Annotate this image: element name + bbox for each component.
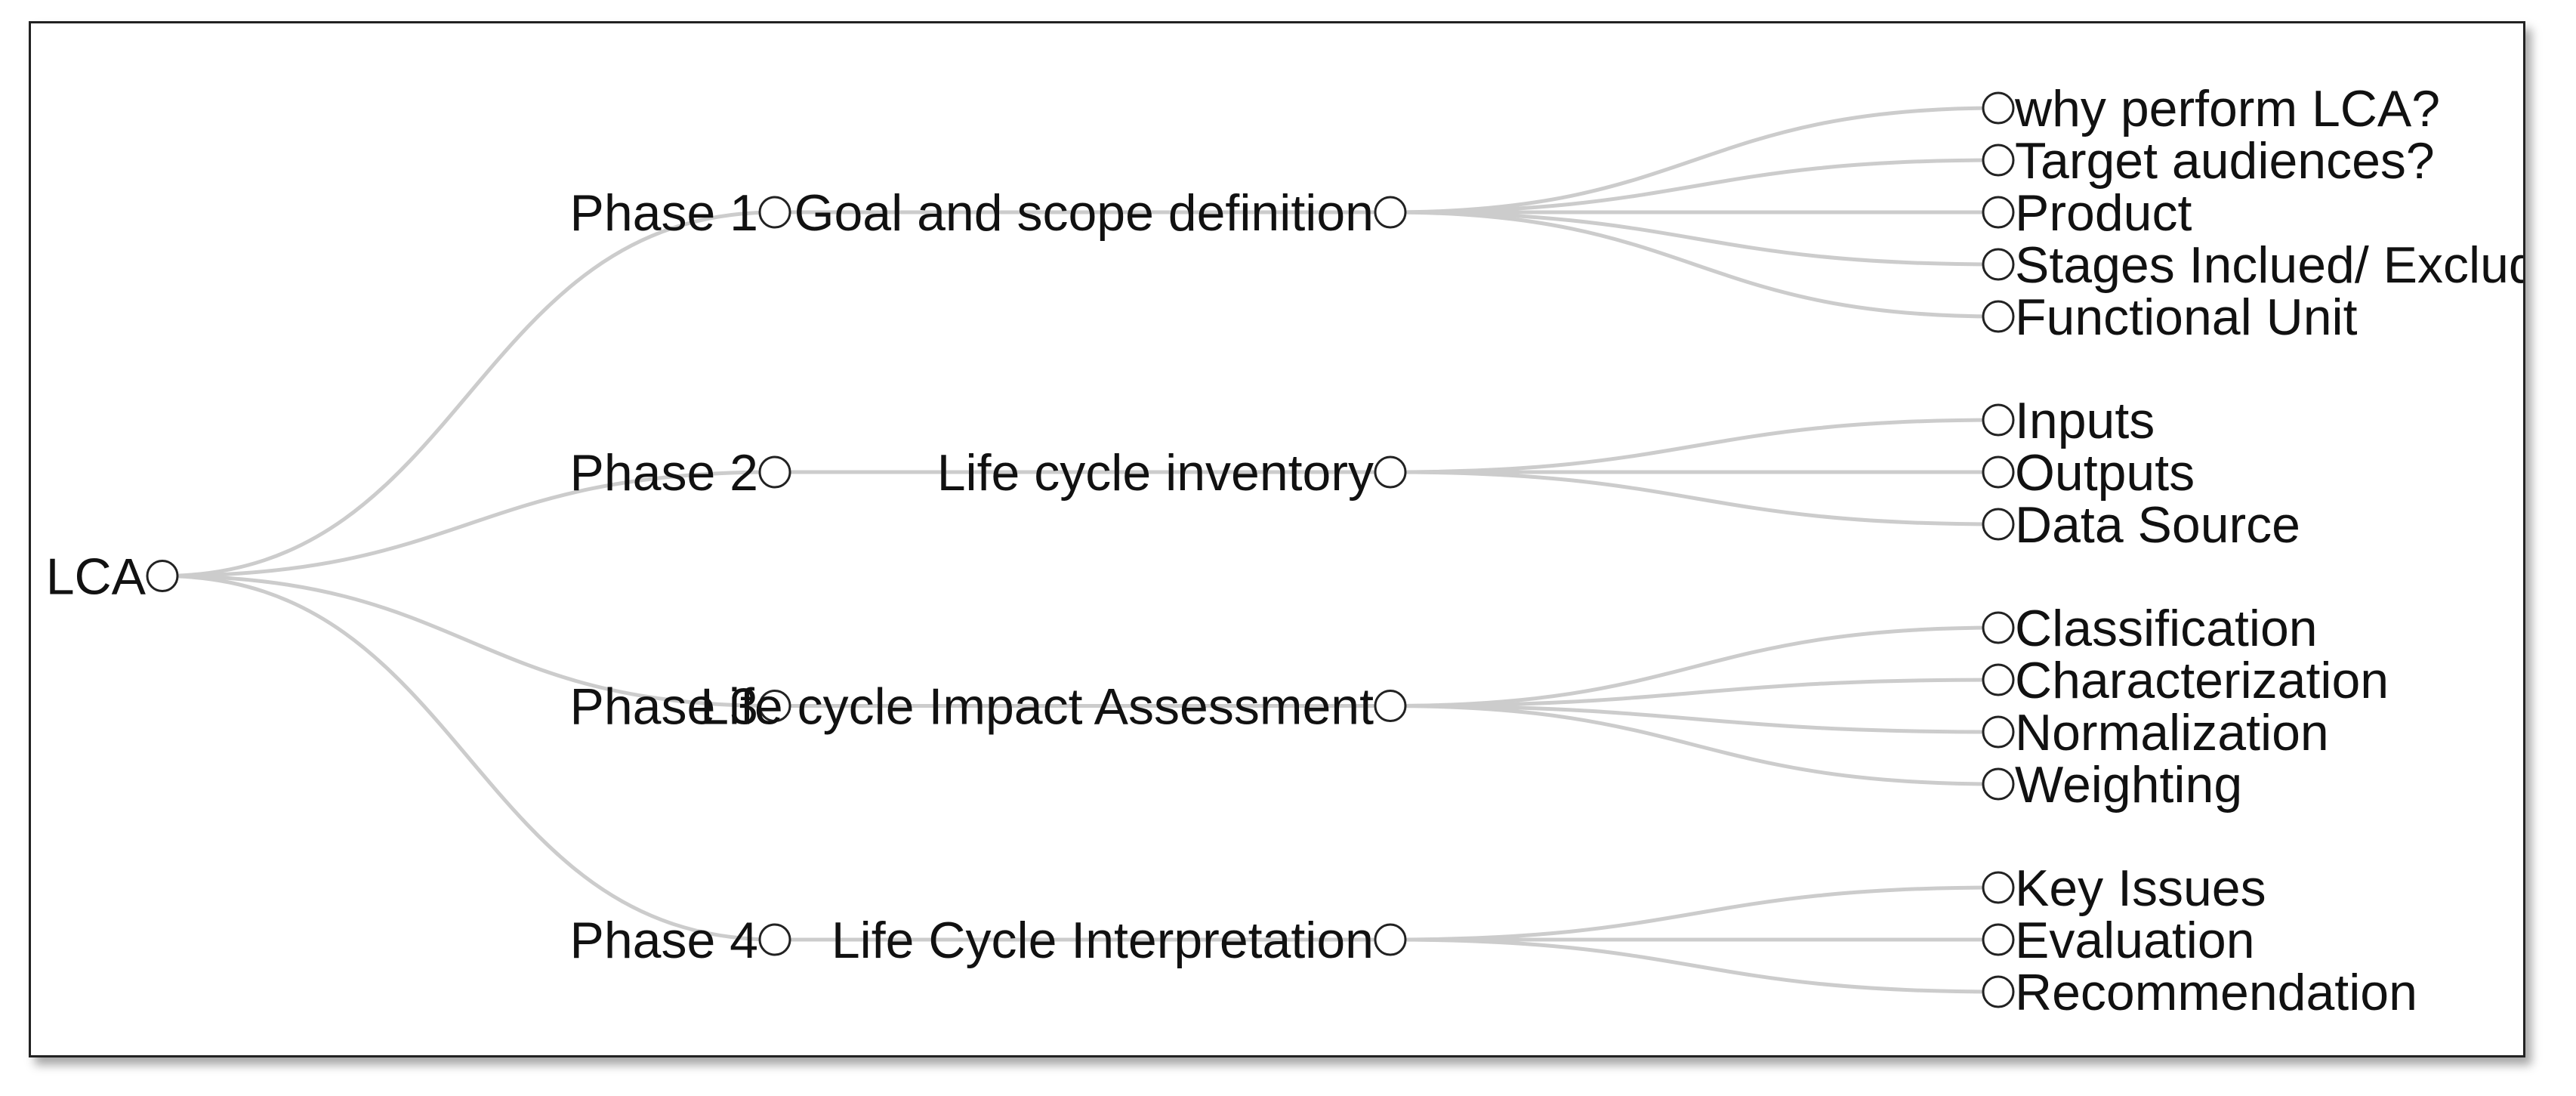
phase-2-item-1-circle[interactable] xyxy=(1982,403,2015,437)
phase-1-item-4-node[interactable]: Stages Inclued/ Excluded xyxy=(1982,236,2523,294)
link-phase-3-leaf-3 xyxy=(1390,704,1999,734)
phase-2-item-2-node[interactable]: Outputs xyxy=(1982,444,2195,502)
phase-3-item-2-node[interactable]: Characterization xyxy=(1982,652,2389,709)
phase-4-item-1-circle[interactable] xyxy=(1982,871,2015,904)
phase-2-step-circle[interactable] xyxy=(1374,455,1407,489)
phase-1-label: Phase 1 xyxy=(569,184,758,242)
phase-1-item-2-node[interactable]: Target audiences? xyxy=(1982,132,2435,190)
phase-4-step-label: Life Cycle Interpretation xyxy=(831,912,1374,969)
phase-2-item-2-label: Outputs xyxy=(2015,444,2195,502)
link-phase-3-leaf-4 xyxy=(1390,704,1999,786)
phase-1-item-4-label: Stages Inclued/ Excluded xyxy=(2015,236,2523,294)
phase-2-label: Phase 2 xyxy=(569,444,758,502)
phase-4-item-2-circle[interactable] xyxy=(1982,923,2015,956)
link-phase-1-leaf-2 xyxy=(1390,158,1999,215)
phase-3-circle[interactable] xyxy=(758,690,791,722)
phase-1-item-1-circle[interactable] xyxy=(1982,91,2015,125)
phase-3-item-4-label: Weighting xyxy=(2015,756,2242,814)
phase-2-item-2-circle[interactable] xyxy=(1982,455,2015,489)
phase-3-item-1-node[interactable]: Classification xyxy=(1982,600,2318,657)
phase-3-step-label: Life cycle Impact Assessment xyxy=(700,678,1374,736)
phase-4-item-3-label: Recommendation xyxy=(2015,964,2417,1021)
phase-1-item-5-label: Functional Unit xyxy=(2015,289,2358,346)
lca-tree-diagram: LCA Phase 1 Goal and scope definition why p… xyxy=(46,80,2523,1021)
phase-1-node[interactable]: Phase 1 xyxy=(569,184,791,242)
phase-3-label: Phase 3 xyxy=(569,678,758,736)
phase-2-item-3-node[interactable]: Data Source xyxy=(1982,496,2300,554)
phase-4-item-2-label: Evaluation xyxy=(2015,912,2255,969)
phase-2-item-1-node[interactable]: Inputs xyxy=(1982,392,2155,449)
phase-2-step-node[interactable]: Life cycle inventory xyxy=(937,444,1407,502)
phase-3-step-circle[interactable] xyxy=(1374,690,1407,722)
phase-4-item-1-node[interactable]: Key Issues xyxy=(1982,860,2266,917)
phase-3-item-3-label: Normalization xyxy=(2015,704,2329,761)
phase-3-item-1-circle[interactable] xyxy=(1982,611,2015,644)
phase-1-item-5-circle[interactable] xyxy=(1982,300,2015,333)
link-root-phase-4 xyxy=(162,574,776,942)
phase-3-item-1-label: Classification xyxy=(2015,600,2318,657)
phase-3-step-node[interactable]: Life cycle Impact Assessment xyxy=(700,678,1407,736)
phase-3-node[interactable]: Phase 3 xyxy=(569,678,791,736)
phase-1-item-3-node[interactable]: Product xyxy=(1982,184,2192,242)
phase-1-item-3-circle[interactable] xyxy=(1982,196,2015,229)
phase-3-item-2-label: Characterization xyxy=(2015,652,2389,709)
link-phase-1-leaf-5 xyxy=(1390,210,1999,319)
phase-1-item-2-circle[interactable] xyxy=(1982,144,2015,177)
phase-4-node[interactable]: Phase 4 xyxy=(569,912,791,969)
phase-2-item-1-label: Inputs xyxy=(2015,392,2155,449)
link-phase-4-leaf-1 xyxy=(1390,885,1999,942)
phase-2-node[interactable]: Phase 2 xyxy=(569,444,791,502)
phase-1-item-3-label: Product xyxy=(2015,184,2192,242)
phase-4-step-circle[interactable] xyxy=(1374,923,1407,956)
phase-4-item-3-node[interactable]: Recommendation xyxy=(1982,964,2417,1021)
link-phase-2-leaf-1 xyxy=(1390,418,1999,474)
link-phase-3-leaf-2 xyxy=(1390,678,1999,708)
link-root-phase-3 xyxy=(162,574,776,708)
phase-1-step-circle[interactable] xyxy=(1374,196,1407,229)
link-phase-2-leaf-3 xyxy=(1390,470,1999,526)
phase-1-item-1-label: why perform LCA? xyxy=(2014,80,2440,137)
phase-2-circle[interactable] xyxy=(758,455,791,489)
phase-1-item-1-node[interactable]: why perform LCA? xyxy=(1982,80,2440,137)
root-lca-circle[interactable] xyxy=(146,560,179,592)
phase-1-circle[interactable] xyxy=(758,196,791,229)
phase-2-step-label: Life cycle inventory xyxy=(937,444,1374,502)
phase-3-item-2-circle[interactable] xyxy=(1982,663,2015,696)
link-root-phase-2 xyxy=(162,470,776,578)
phase-3-item-3-circle[interactable] xyxy=(1982,715,2015,749)
root-lca-label: LCA xyxy=(46,548,147,606)
phase-1-step-node[interactable]: Goal and scope definition xyxy=(794,184,1407,242)
phase-4-item-3-circle[interactable] xyxy=(1982,975,2015,1008)
link-phase-3-leaf-1 xyxy=(1390,625,1999,708)
phase-3-item-3-node[interactable]: Normalization xyxy=(1982,704,2329,761)
phase-1-item-5-node[interactable]: Functional Unit xyxy=(1982,289,2358,346)
phase-1-step-label: Goal and scope definition xyxy=(794,184,1374,242)
phase-2-item-3-label: Data Source xyxy=(2015,496,2300,554)
phase-4-item-2-node[interactable]: Evaluation xyxy=(1982,912,2255,969)
root-lca-node[interactable]: LCA xyxy=(46,548,179,606)
phase-2-item-3-circle[interactable] xyxy=(1982,508,2015,541)
tree-nodes: LCA Phase 1 Goal and scope definition why p… xyxy=(46,80,2523,1021)
diagram-frame: LCA Phase 1 Goal and scope definition why p… xyxy=(29,21,2525,1057)
phase-4-circle[interactable] xyxy=(758,923,791,956)
phase-1-item-4-circle[interactable] xyxy=(1982,248,2015,281)
phase-4-item-1-label: Key Issues xyxy=(2015,860,2266,917)
tree-links xyxy=(162,106,1999,994)
phase-4-step-node[interactable]: Life Cycle Interpretation xyxy=(831,912,1407,969)
link-phase-1-leaf-4 xyxy=(1390,210,1999,267)
phase-3-item-4-circle[interactable] xyxy=(1982,767,2015,801)
phase-4-label: Phase 4 xyxy=(569,912,758,969)
phase-3-item-4-node[interactable]: Weighting xyxy=(1982,756,2242,814)
link-phase-4-leaf-3 xyxy=(1390,937,1999,994)
phase-1-item-2-label: Target audiences? xyxy=(2015,132,2435,190)
link-phase-1-leaf-1 xyxy=(1390,106,1999,215)
link-root-phase-1 xyxy=(162,210,776,578)
